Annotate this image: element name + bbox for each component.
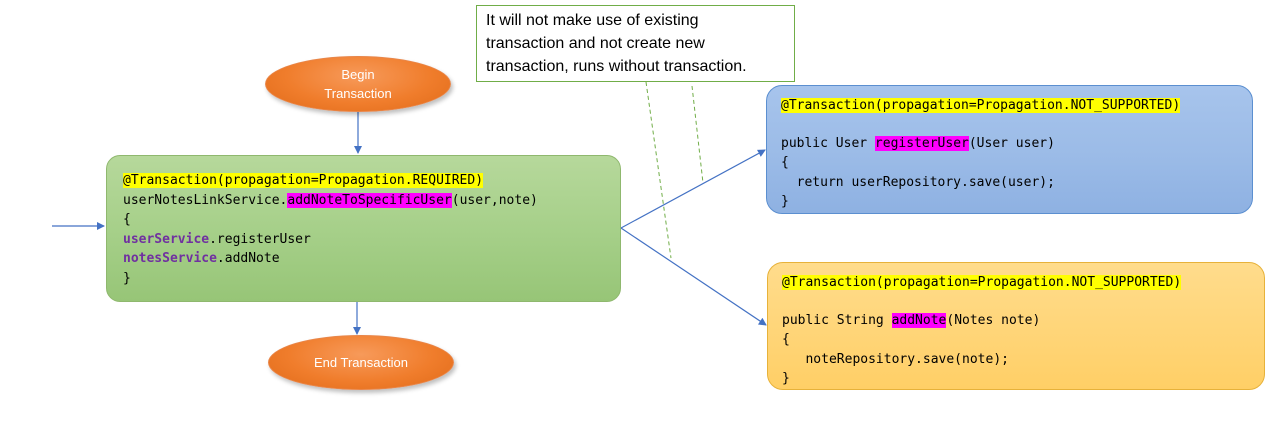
- addnote-close-brace: }: [782, 371, 790, 386]
- main-user-service: userService: [123, 231, 210, 247]
- main-open-brace: {: [123, 212, 131, 227]
- main-call-prefix: userNotesLinkService.: [123, 192, 288, 208]
- register-signature-method: registerUser: [874, 135, 969, 151]
- begin-transaction-node: Begin Transaction: [265, 56, 451, 112]
- arrow-main-to-register: [620, 149, 766, 229]
- addnote-open-brace: {: [782, 332, 790, 347]
- register-signature-args: (User user): [968, 135, 1055, 151]
- main-notes-service: notesService: [123, 251, 217, 266]
- register-open-brace: {: [781, 155, 789, 170]
- main-annotation: @Transaction(propagation=Propagation.REQ…: [123, 173, 484, 188]
- addnote-signature-method: addNote: [891, 312, 947, 328]
- main-close-brace: }: [123, 270, 131, 286]
- register-signature-prefix: public User: [781, 135, 875, 151]
- arrow-main-to-addnote: [620, 227, 767, 326]
- register-close-brace: }: [781, 194, 789, 209]
- end-transaction-node: End Transaction: [268, 335, 454, 390]
- callout-line-2: transaction and not create new: [486, 35, 705, 52]
- main-call-method: addNoteToSpecificUser: [287, 192, 452, 208]
- begin-transaction-line2: Transaction: [324, 86, 392, 101]
- callout-note: It will not make use of existing transac…: [476, 5, 795, 82]
- main-register-call: .registerUser: [209, 231, 311, 247]
- main-addnote-call: .addNote: [216, 251, 280, 266]
- register-annotation: @Transaction(propagation=Propagation.NOT…: [781, 98, 1181, 113]
- callout-leader-line-1: [645, 81, 672, 259]
- callout-leader-line-2: [691, 85, 704, 184]
- callout-line-1: It will not make use of existing: [486, 12, 699, 29]
- addnote-annotation: @Transaction(propagation=Propagation.NOT…: [782, 275, 1182, 290]
- addnote-signature-args: (Notes note): [946, 312, 1041, 328]
- main-transaction-box: @Transaction(propagation=Propagation.REQ…: [106, 155, 621, 302]
- addnote-body: noteRepository.save(note);: [782, 351, 1009, 367]
- callout-line-3: transaction, runs without transaction.: [486, 58, 747, 75]
- register-body: return userRepository.save(user);: [781, 174, 1055, 190]
- begin-transaction-line1: Begin: [341, 67, 375, 82]
- add-note-box: @Transaction(propagation=Propagation.NOT…: [767, 262, 1265, 390]
- main-call-args: (user,note): [451, 192, 538, 208]
- register-user-box: @Transaction(propagation=Propagation.NOT…: [766, 85, 1253, 214]
- end-transaction-label: End Transaction: [314, 355, 408, 370]
- addnote-signature-prefix: public String: [782, 312, 892, 328]
